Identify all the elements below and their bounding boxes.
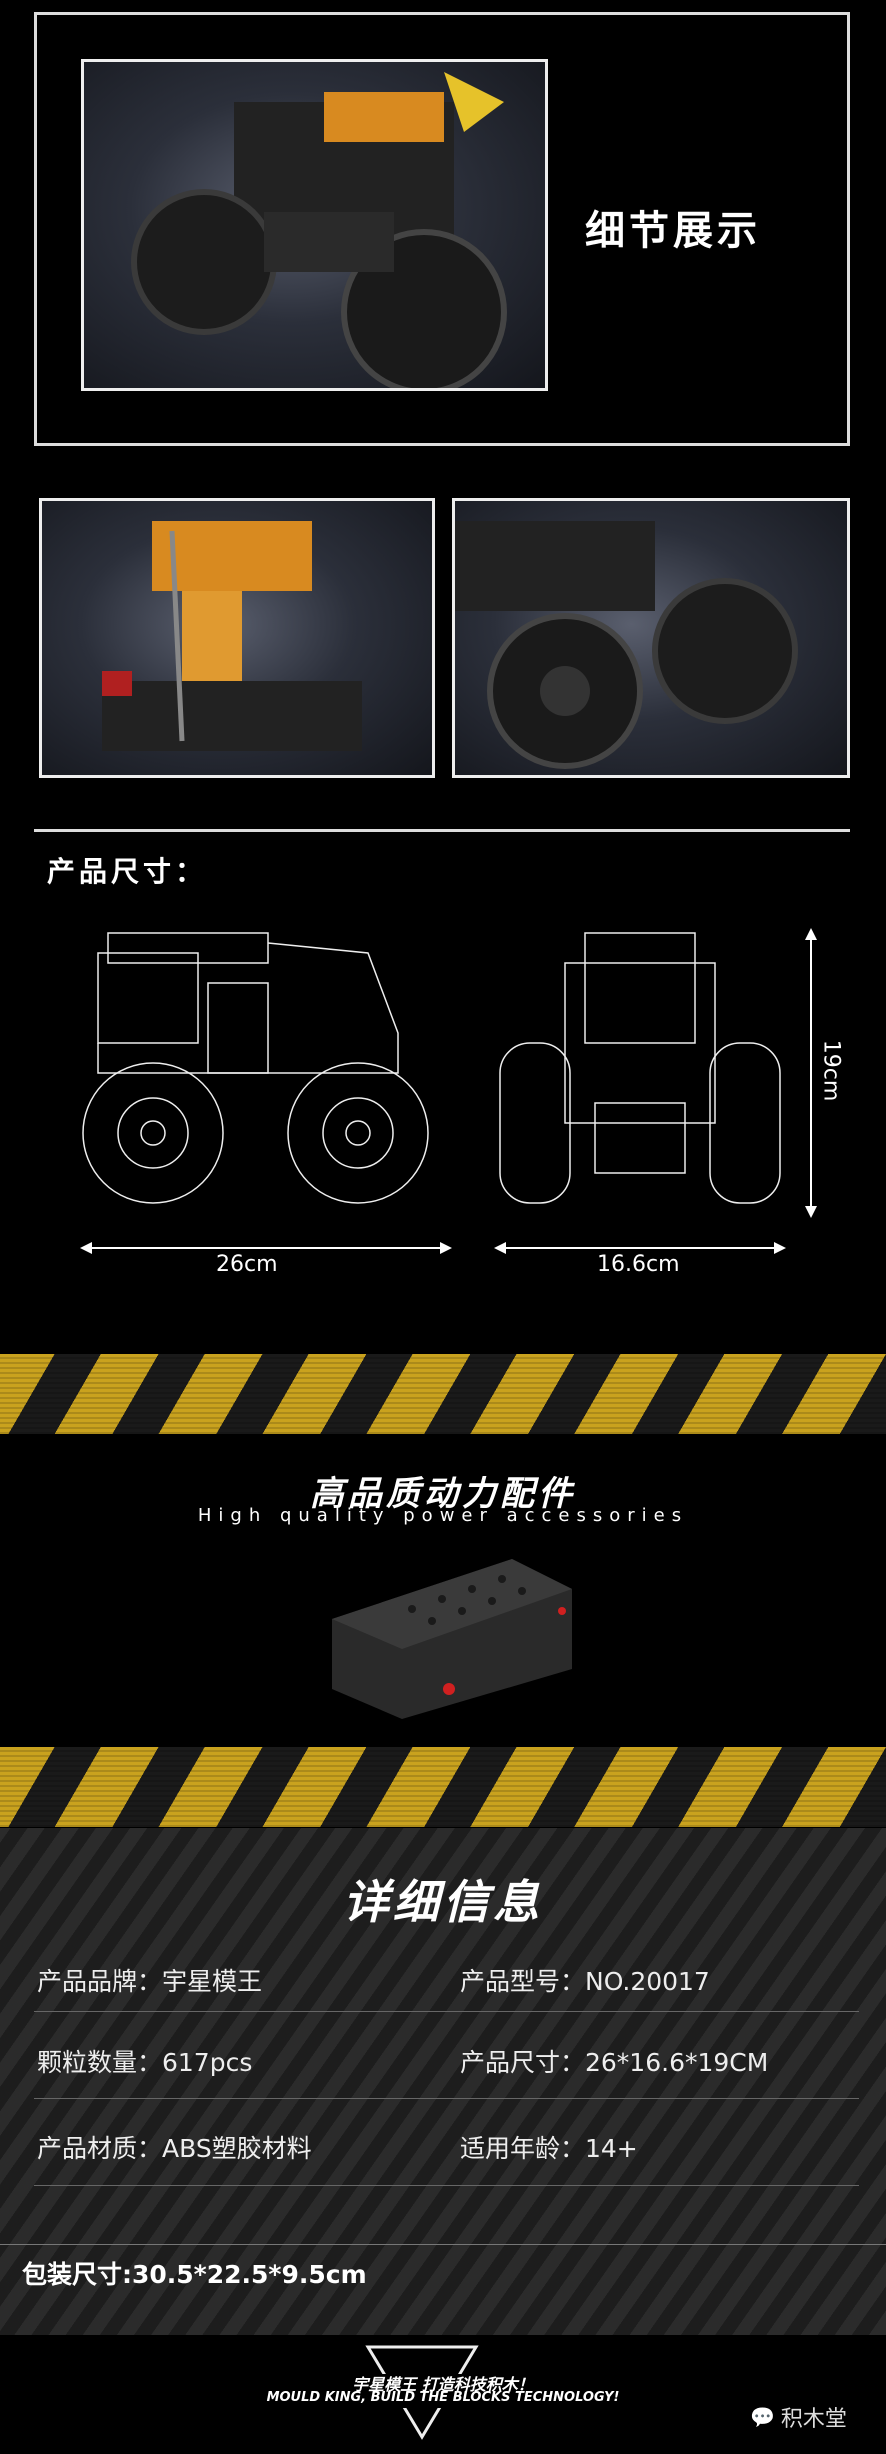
width-arrow xyxy=(80,1242,452,1254)
footer-slogan-en: MOULD KING, BUILD THE BLOCKS TECHNOLOGY! xyxy=(266,2390,620,2405)
info-dimensions: 产品尺寸：26*16.6*19CM xyxy=(460,2048,769,2077)
detail-photo-front xyxy=(39,498,435,778)
detail-frame xyxy=(34,12,850,446)
power-title: 高品质动力配件 xyxy=(310,1474,576,1514)
detail-photo-wheels xyxy=(452,498,850,778)
info-section xyxy=(0,1828,886,2335)
info-material: 产品材质：ABS塑胶材料 xyxy=(37,2134,312,2163)
size-title: 产品尺寸： xyxy=(47,855,208,888)
hazard-stripe-top xyxy=(0,1354,886,1434)
height-arrow xyxy=(805,928,817,1218)
detail-title: 细节展示 xyxy=(585,208,761,254)
height-label: 19cm xyxy=(818,1039,844,1102)
package-divider xyxy=(0,2244,886,2245)
battery-box-image xyxy=(332,1559,572,1719)
info-title: 详细信息 xyxy=(343,1875,543,1929)
wechat-icon: 💬 xyxy=(750,2405,775,2429)
info-brand: 产品品牌：宇星模王 xyxy=(37,1967,263,1996)
wheels-photo-icon xyxy=(455,521,798,769)
watermark-text: 积木堂 xyxy=(780,2407,847,2432)
power-subtitle: High quality power accessories xyxy=(197,1505,689,1526)
watermark: 💬 积木堂 xyxy=(750,2401,847,2433)
depth-arrow xyxy=(494,1242,786,1254)
footer-slogan-cn: 宇星模王 打造科技积木！ xyxy=(352,2375,534,2394)
package-size: 包装尺寸:30.5*22.5*9.5cm xyxy=(22,2260,367,2289)
triangle-logo-icon xyxy=(365,2345,479,2440)
side-view-blueprint xyxy=(82,932,429,1204)
vehicle-front-photo-icon xyxy=(102,521,362,751)
detail-photo-main xyxy=(81,59,548,391)
info-model: 产品型号：NO.20017 xyxy=(460,1967,710,1996)
depth-label: 16.6cm xyxy=(597,1252,680,1277)
info-divider xyxy=(34,2185,859,2186)
front-view-blueprint xyxy=(499,932,781,1204)
vehicle-photo-icon xyxy=(131,72,507,388)
info-pieces: 颗粒数量：617pcs xyxy=(37,2048,253,2077)
info-divider xyxy=(34,2098,859,2099)
info-divider xyxy=(34,2011,859,2012)
width-label: 26cm xyxy=(216,1252,278,1277)
hazard-stripe-bottom xyxy=(0,1747,886,1827)
section-divider xyxy=(34,829,850,832)
info-age: 适用年龄：14+ xyxy=(460,2134,638,2163)
